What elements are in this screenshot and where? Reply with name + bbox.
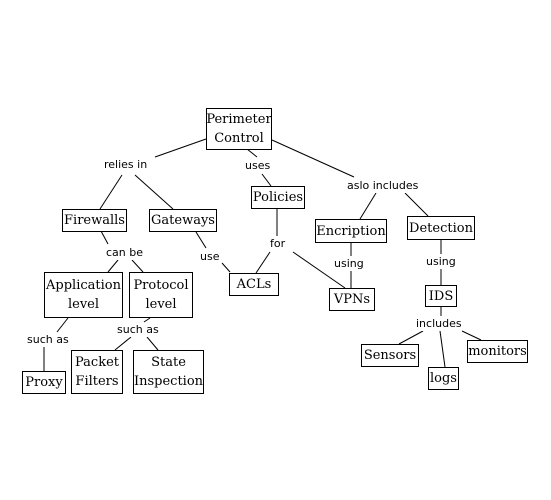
edge-canbe-protocol [131,259,144,273]
concept-ids: IDS [425,285,457,307]
edge-perimeter-relies [154,138,207,158]
link-relies-in: relies in [104,158,148,172]
edge-firewalls-canbe [100,230,109,245]
link-can-be: can be [106,246,144,260]
edge-includes-sensors [398,330,424,345]
edge-gateways-use [195,231,207,249]
concept-policies: Policies [251,186,305,209]
concept-detection: Detection [407,216,475,240]
edge-application-suchas [56,317,69,333]
edge-suchas-packet [114,336,132,351]
concept-protocol-level: Protocol level [129,272,193,318]
edge-perimeter-also [271,139,355,178]
concept-monitors: monitors [467,340,528,363]
link-such-as-application: such as [27,333,69,347]
link-using-detection: using [426,255,456,269]
concept-vpns: VPNs [329,288,375,311]
concept-logs: logs [428,367,459,390]
edge-relies-firewalls [99,174,123,210]
concept-sensors: Sensors [361,344,419,367]
concept-application-level: Application level [44,272,123,318]
concept-proxy: Proxy [22,371,66,394]
edge-uses-policies [261,173,272,187]
concept-acls: ACLs [229,273,279,296]
edge-also-detection [404,192,429,217]
edge-canbe-application [107,259,119,273]
concept-encription: Encription [315,219,387,243]
edge-suchas-state [146,336,159,351]
link-uses: uses [245,159,271,173]
link-use: use [200,250,220,264]
concept-state-inspection: State Inspection [133,350,204,394]
link-also-includes: aslo includes [347,179,419,193]
edge-includes-monitors [461,330,482,341]
concept-firewalls: Firewalls [62,209,127,232]
edge-for-acls [255,251,271,274]
edge-includes-logs [439,330,446,368]
edge-protocol-suchas [143,317,151,323]
concept-perimeter-control: Perimeter Control [206,108,272,150]
link-includes: includes [416,317,462,331]
edge-use-acls [221,262,231,273]
link-using-encription: using [334,257,364,271]
link-such-as-protocol: such as [117,323,159,337]
edge-also-encription [359,192,377,220]
edge-relies-gateways [134,174,174,210]
link-for: for [270,237,286,251]
edge-perimeter-uses [246,148,258,158]
edge-for-vpns [292,251,346,289]
concept-gateways: Gateways [149,209,217,232]
concept-packet-filters: Packet Filters [71,350,123,394]
